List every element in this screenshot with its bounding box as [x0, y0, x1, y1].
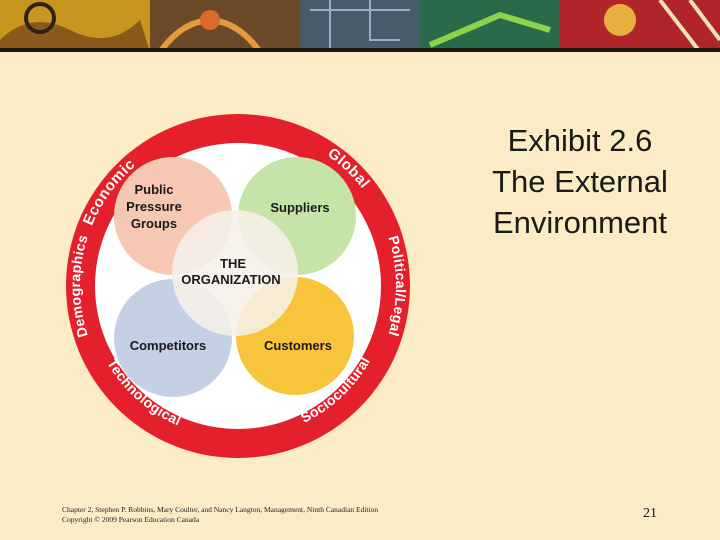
circle-organization: [172, 210, 298, 336]
footer-copyright: Copyright © 2009 Pearson Education Canad…: [62, 515, 200, 524]
page-number: 21: [643, 506, 657, 521]
label-groups: Groups: [131, 216, 177, 231]
ring-label-demographics: Demographics: [67, 233, 91, 340]
slide-title: Exhibit 2.6 The External Environment: [462, 120, 698, 243]
label-competitors: Competitors: [130, 338, 207, 353]
label-suppliers: Suppliers: [270, 200, 329, 215]
title-line-3: Environment: [492, 205, 668, 240]
footer-citation: Chapter 2, Stephen P. Robbins, Mary Coul…: [62, 505, 379, 514]
label-customers: Customers: [264, 338, 332, 353]
label-organization: ORGANIZATION: [181, 272, 280, 287]
title-line-2: The External: [492, 164, 668, 199]
external-environment-diagram: Economic Global Political/Legal Technolo…: [50, 98, 426, 474]
slide-footer: Chapter 2, Stephen P. Robbins, Mary Coul…: [62, 505, 378, 525]
label-public: Public: [134, 182, 173, 197]
title-line-1: Exhibit 2.6: [507, 123, 653, 158]
label-the: THE: [220, 256, 246, 271]
label-pressure: Pressure: [126, 199, 182, 214]
svg-text:Political/Legal: Political/Legal: [385, 234, 409, 339]
ring-label-political-legal: Political/Legal: [385, 234, 408, 339]
svg-text:Demographics: Demographics: [67, 233, 91, 340]
decorative-banner: [0, 0, 720, 52]
